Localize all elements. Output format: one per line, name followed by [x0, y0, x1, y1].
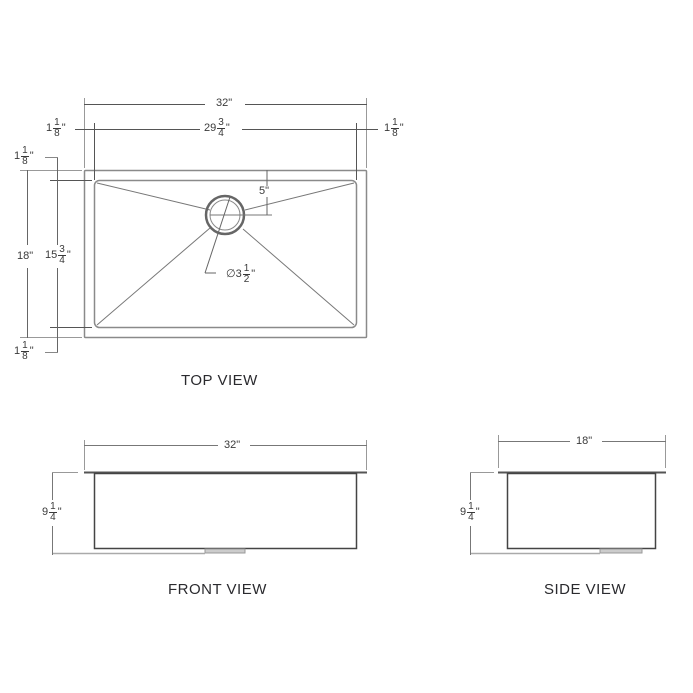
- side-bowl-outline: [506, 472, 657, 550]
- dim-unit: ": [66, 249, 71, 261]
- dim-whole: 3: [235, 268, 242, 280]
- front-width-label: 32": [222, 439, 243, 452]
- side-view-title: SIDE VIEW: [544, 581, 627, 598]
- frac-den: 4: [59, 255, 65, 266]
- dim-whole: 32: [216, 97, 229, 109]
- front-drain-fitting: [204, 548, 246, 554]
- dim-whole: 1: [14, 150, 21, 162]
- frac-num: 3: [58, 244, 66, 256]
- frac-den: 8: [22, 156, 28, 167]
- dim-whole: 18: [576, 435, 589, 447]
- dim-unit: ": [228, 97, 233, 109]
- dim-unit: ": [588, 435, 593, 447]
- dim-unit: ": [61, 122, 66, 134]
- sink-bowl-outline: [93, 179, 358, 329]
- frac-den: 4: [468, 512, 474, 523]
- diameter-icon: ∅: [226, 268, 236, 280]
- front-bowl-outline: [93, 472, 358, 550]
- dim-unit: ": [29, 150, 34, 162]
- frac-den: 8: [22, 351, 28, 362]
- frac-num: 1: [21, 145, 29, 157]
- frac-num: 1: [53, 117, 61, 129]
- frac-num: 1: [242, 263, 251, 275]
- front-view-title: FRONT VIEW: [168, 581, 267, 598]
- frac-num: 3: [217, 117, 225, 129]
- frac-den: 2: [243, 274, 250, 285]
- dim-unit: ": [265, 185, 270, 197]
- dim-unit: ": [57, 506, 62, 518]
- dim-whole: 18: [17, 250, 30, 262]
- dim-whole: 29: [204, 122, 217, 134]
- frac-den: 8: [392, 128, 398, 139]
- dim-whole: 9: [42, 506, 49, 518]
- dim-whole: 1: [384, 122, 391, 134]
- dim-unit: ": [29, 345, 34, 357]
- dim-unit: ": [399, 122, 404, 134]
- top-view-title: TOP VIEW: [181, 372, 258, 389]
- dim-unit: ": [475, 506, 480, 518]
- dim-unit: ": [251, 268, 256, 280]
- frac-num: 1: [49, 501, 57, 513]
- frac-den: 8: [54, 128, 60, 139]
- dim-whole: 1: [46, 122, 53, 134]
- dim-whole: 32: [224, 439, 237, 451]
- dim-whole: 15: [45, 249, 58, 261]
- frac-den: 4: [218, 128, 224, 139]
- frac-num: 1: [467, 501, 475, 513]
- sink-rim-outline: [83, 169, 368, 339]
- side-width-label: 18": [574, 435, 595, 448]
- frac-num: 1: [21, 340, 29, 352]
- side-drain-fitting: [599, 548, 643, 554]
- frac-den: 4: [50, 512, 56, 523]
- dim-whole: 9: [460, 506, 467, 518]
- dim-whole: 5: [259, 185, 266, 197]
- dim-whole: 1: [14, 345, 21, 357]
- dim-unit: ": [236, 439, 241, 451]
- overall-depth-label: 18": [15, 250, 36, 263]
- dim-unit: ": [29, 250, 34, 262]
- dim-unit: ": [225, 122, 230, 134]
- frac-num: 1: [391, 117, 399, 129]
- drain-offset-label: 5": [259, 185, 270, 198]
- overall-width-label: 32": [214, 97, 235, 110]
